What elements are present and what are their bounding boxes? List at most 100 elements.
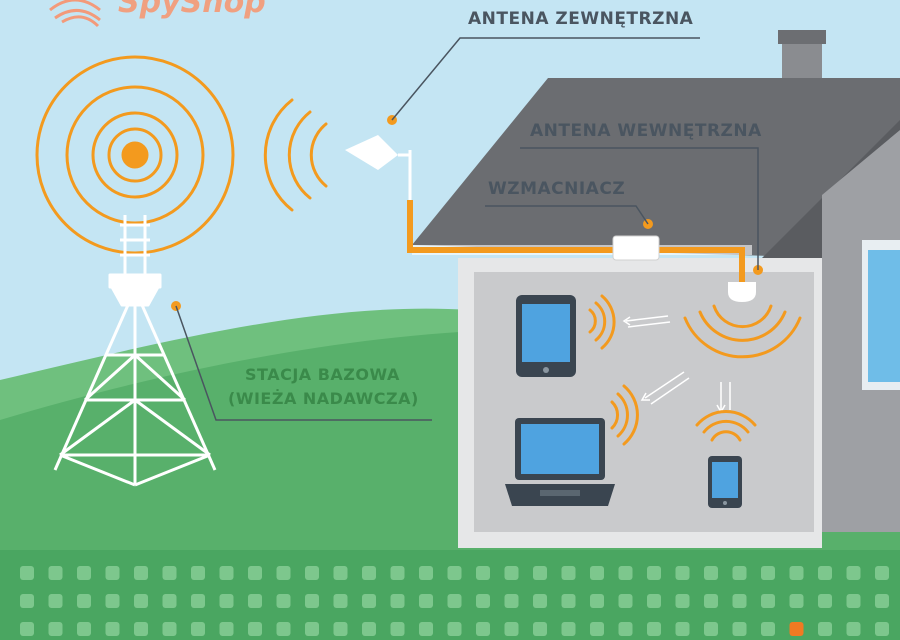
house-roof [412, 78, 900, 260]
grid-dot [476, 566, 490, 580]
tablet-icon [516, 295, 576, 377]
grid-dot [191, 566, 205, 580]
grid-dot [789, 566, 804, 580]
grid-dot [191, 622, 205, 636]
grid-dot [647, 622, 661, 636]
grid-dot [105, 622, 120, 636]
base-station-tower-icon [53, 215, 217, 487]
grid-dot [476, 594, 490, 608]
grid-dot [818, 622, 832, 636]
grid-dot [590, 594, 604, 608]
logo-text: SpyShop [118, 0, 266, 20]
antenna-cable [407, 200, 745, 282]
grid-dot [647, 594, 661, 608]
grid-dot [77, 622, 91, 636]
grid-dot [419, 622, 433, 636]
grid-dot [447, 594, 462, 608]
grid-dot [219, 566, 234, 580]
grid-dot [732, 566, 747, 580]
phone-signal-icon [695, 410, 757, 442]
grid-dot [134, 594, 148, 608]
grid-dot [761, 622, 775, 636]
grid-dot [618, 566, 633, 580]
grid-dot [789, 594, 804, 608]
grid-dot [818, 566, 832, 580]
grid-dot [248, 622, 262, 636]
grid-dot [191, 594, 205, 608]
grid-dot [48, 622, 63, 636]
decorative-dot-grid [20, 566, 889, 636]
grid-dot [732, 622, 747, 636]
grid-dot [561, 622, 576, 636]
tablet-signal-icon [588, 294, 616, 350]
grid-dot [77, 566, 91, 580]
fingerprint-icon [49, 0, 101, 28]
grid-dot [20, 622, 34, 636]
grid-dot [105, 566, 120, 580]
grid-dot [390, 622, 405, 636]
grid-dot [134, 622, 148, 636]
grid-dot [504, 594, 519, 608]
grid-dot [447, 566, 462, 580]
grid-dot [305, 566, 319, 580]
spyshop-logo: SpyShop [49, 0, 266, 28]
grid-dot [875, 594, 889, 608]
grid-dot [476, 622, 490, 636]
grid-dot [675, 594, 690, 608]
house-side-wall [822, 130, 900, 532]
internal-antenna-leader-line [520, 147, 759, 270]
grid-dot [533, 566, 547, 580]
grid-dot [20, 594, 34, 608]
grid-dot [732, 594, 747, 608]
grid-dot [105, 594, 120, 608]
external-antenna-label: ANTENA ZEWNĘTRZNA [468, 9, 694, 29]
grid-dot [704, 566, 718, 580]
grid-dot [561, 594, 576, 608]
grid-dot [219, 594, 234, 608]
grid-dot [704, 594, 718, 608]
internal-signal-icon [683, 304, 802, 359]
grid-dot [134, 566, 148, 580]
grid-dot [48, 566, 63, 580]
grid-dot [618, 594, 633, 608]
grid-dot [276, 566, 291, 580]
grid-dot [419, 594, 433, 608]
grid-dot [875, 622, 889, 636]
grid-dot [675, 566, 690, 580]
grid-dot [818, 594, 832, 608]
grid-dot [846, 594, 861, 608]
grid-dot [761, 594, 775, 608]
grid-dot [362, 566, 376, 580]
grid-dot [362, 622, 376, 636]
grid-dot [77, 594, 91, 608]
grid-dot [533, 622, 547, 636]
grid-dot [362, 594, 376, 608]
grid-dot [305, 594, 319, 608]
grid-dot [504, 566, 519, 580]
grid-dot [162, 594, 177, 608]
base-station-label-2: (WIEŻA NADAWCZA) [228, 389, 419, 408]
base-station-signal-icon [35, 55, 235, 255]
laptop-icon [505, 418, 615, 506]
grid-dot [846, 622, 861, 636]
laptop-signal-icon [610, 384, 639, 446]
internal-antenna-label: ANTENA WEWNĘTRZNA [530, 121, 762, 141]
grid-dot [704, 622, 718, 636]
signal-arrows [622, 315, 731, 414]
amplifier-icon [612, 235, 660, 261]
grid-dot [533, 594, 547, 608]
phone-icon [708, 456, 742, 508]
grid-dot [846, 566, 861, 580]
grid-dot [647, 566, 661, 580]
grid-dot [504, 622, 519, 636]
grid-dot [447, 622, 462, 636]
base-station-leader-line [175, 305, 432, 421]
grid-dot [333, 566, 348, 580]
grid-dot [618, 622, 633, 636]
grid-dot [561, 566, 576, 580]
external-antenna-icon [345, 135, 412, 200]
grid-dot [248, 566, 262, 580]
grid-dot [390, 566, 405, 580]
